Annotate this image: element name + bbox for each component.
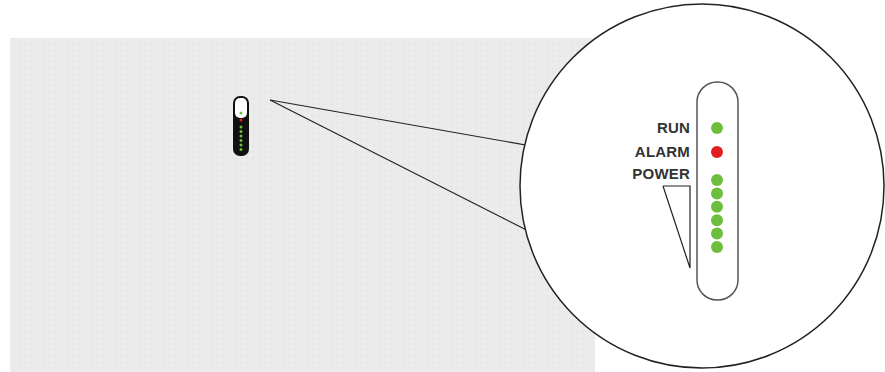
leader-line [270, 100, 554, 150]
led-dot [240, 130, 243, 133]
run-led [711, 122, 723, 134]
power-led [711, 214, 723, 226]
led-label: POWER [632, 165, 690, 183]
power-led [711, 241, 723, 253]
led-label: RUN [657, 119, 690, 137]
led-label: ALARM [635, 143, 690, 161]
led-capsule [697, 82, 738, 300]
led-dots [240, 126, 243, 152]
device-panel [10, 38, 595, 372]
led-dot [240, 112, 243, 115]
power-led [711, 228, 723, 240]
led-dot [240, 135, 243, 138]
led-dot [240, 126, 243, 129]
led-dot [240, 144, 243, 147]
alarm-led [711, 146, 723, 158]
indicator-strip [233, 96, 249, 156]
led-dot [240, 119, 243, 122]
magnifier-circle [520, 4, 884, 368]
indicator-strip-top [235, 98, 247, 118]
power-led [711, 174, 723, 186]
led-dot [240, 148, 243, 151]
led-dot [240, 139, 243, 142]
power-leds [711, 174, 723, 253]
power-led [711, 201, 723, 213]
power-bracket [663, 186, 690, 268]
power-led [711, 187, 723, 199]
